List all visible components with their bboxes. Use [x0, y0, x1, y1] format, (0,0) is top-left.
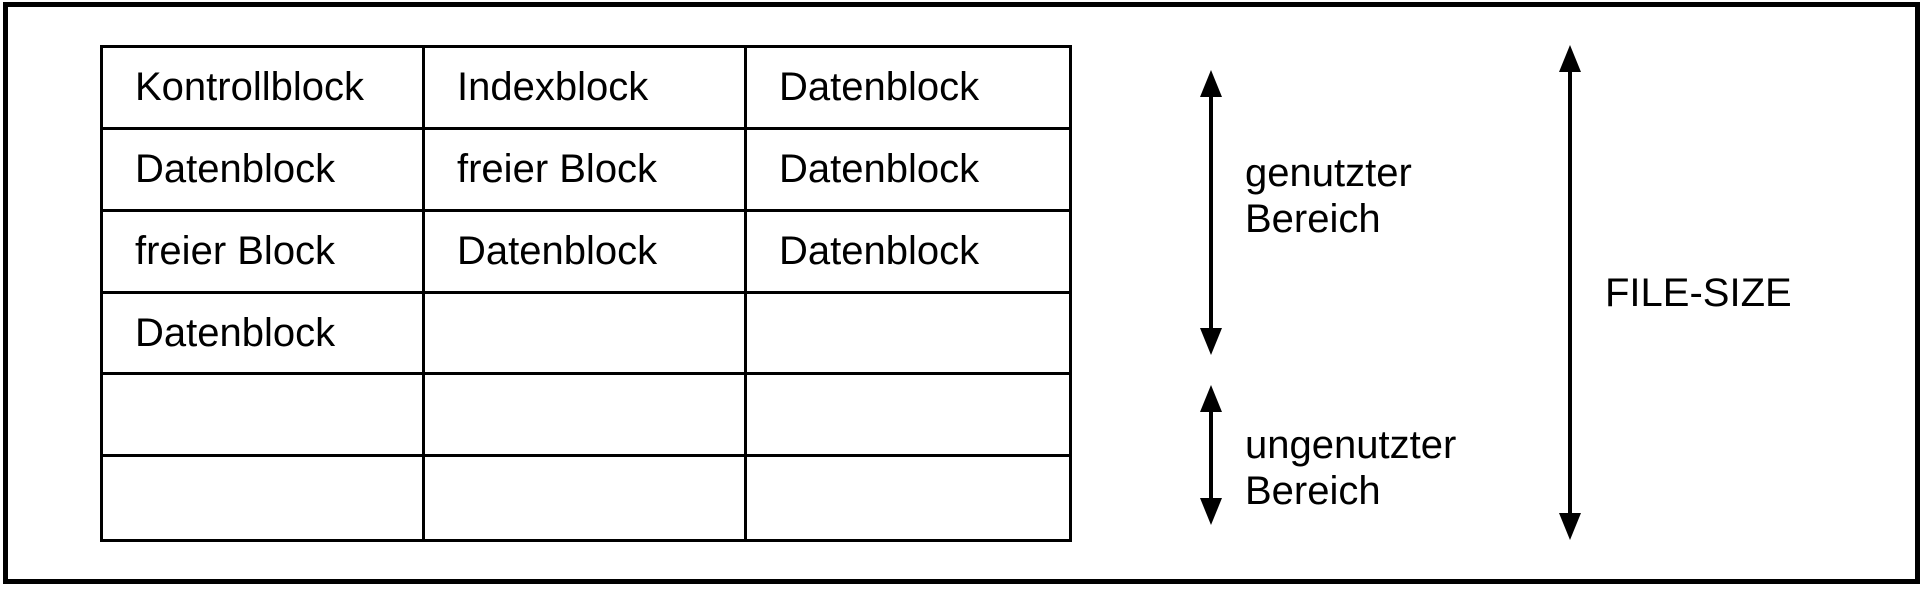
table-cell: freier Block — [103, 211, 425, 294]
table-cell: Datenblock — [747, 130, 1069, 212]
table-cell — [747, 375, 1069, 458]
file-size-arrow — [1559, 45, 1581, 540]
table-cell — [103, 375, 425, 458]
arrowhead-down-icon — [1559, 513, 1581, 540]
arrowhead-up-icon — [1559, 45, 1581, 72]
block-table: Kontrollblock Indexblock Datenblock Date… — [100, 45, 1072, 542]
table-cell — [425, 457, 747, 539]
arrowhead-up-icon — [1200, 385, 1222, 412]
arrowhead-down-icon — [1200, 498, 1222, 525]
table-cell: freier Block — [425, 129, 747, 212]
table-cell: Datenblock — [103, 129, 425, 212]
table-cell: Datenblock — [747, 48, 1069, 130]
table-cell: Indexblock — [425, 48, 747, 130]
unused-area-label: ungenutzter Bereich — [1245, 423, 1457, 513]
table-cell: Datenblock — [747, 212, 1069, 294]
used-area-arrow — [1200, 70, 1222, 355]
arrowhead-down-icon — [1200, 328, 1222, 355]
table-cell — [103, 457, 425, 539]
unused-area-arrow — [1200, 385, 1222, 525]
table-cell — [425, 293, 747, 376]
table-cell: Datenblock — [425, 211, 747, 294]
table-cell — [425, 375, 747, 458]
arrowhead-up-icon — [1200, 70, 1222, 97]
file-size-label: FILE-SIZE — [1605, 271, 1792, 315]
table-cell — [747, 457, 1069, 539]
table-cell: Datenblock — [103, 293, 425, 376]
table-cell: Kontrollblock — [103, 48, 425, 130]
table-cell — [747, 294, 1069, 376]
used-area-label: genutzter Bereich — [1245, 151, 1412, 241]
